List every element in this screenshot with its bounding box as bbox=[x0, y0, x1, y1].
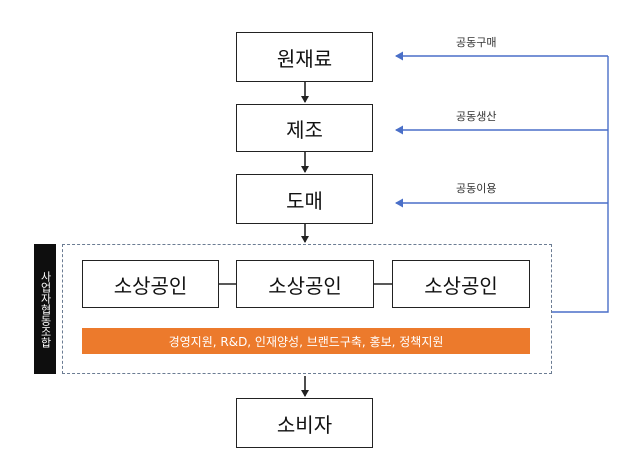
support-bar-text: 경영지원, R&D, 인재양성, 브랜드구축, 홍보, 정책지원 bbox=[168, 334, 444, 349]
member-label-3: 소상공인 bbox=[424, 273, 498, 298]
member-box-3: 소상공인 bbox=[392, 260, 530, 308]
flow-label-joint-use: 공동이용 bbox=[456, 182, 497, 195]
member-label-1: 소상공인 bbox=[113, 273, 188, 298]
member-box-1: 소상공인 bbox=[82, 260, 219, 308]
stage-manufacturing: 제조 bbox=[236, 104, 373, 152]
stage-consumer: 소비자 bbox=[236, 398, 373, 448]
member-box-2: 소상공인 bbox=[236, 260, 374, 308]
cooperative-side-label: 사업자협동조합 bbox=[34, 244, 56, 374]
stage-wholesale-label: 도매 bbox=[286, 188, 323, 213]
stage-consumer-label: 소비자 bbox=[276, 412, 333, 437]
cooperative-frame bbox=[62, 244, 552, 374]
cooperative-side-label-text: 사업자협동조합 bbox=[39, 270, 52, 348]
stage-manufacturing-label: 제조 bbox=[286, 117, 323, 142]
stage-wholesale: 도매 bbox=[236, 174, 373, 224]
stage-raw-material: 원재료 bbox=[236, 32, 373, 82]
member-label-2: 소상공인 bbox=[268, 273, 342, 298]
flow-label-joint-purchase: 공동구매 bbox=[456, 36, 497, 49]
support-bar: 경영지원, R&D, 인재양성, 브랜드구축, 홍보, 정책지원 bbox=[82, 328, 530, 354]
flow-label-joint-production: 공동생산 bbox=[456, 110, 497, 123]
stage-raw-material-label: 원재료 bbox=[276, 46, 333, 71]
feedback-line bbox=[552, 56, 609, 313]
